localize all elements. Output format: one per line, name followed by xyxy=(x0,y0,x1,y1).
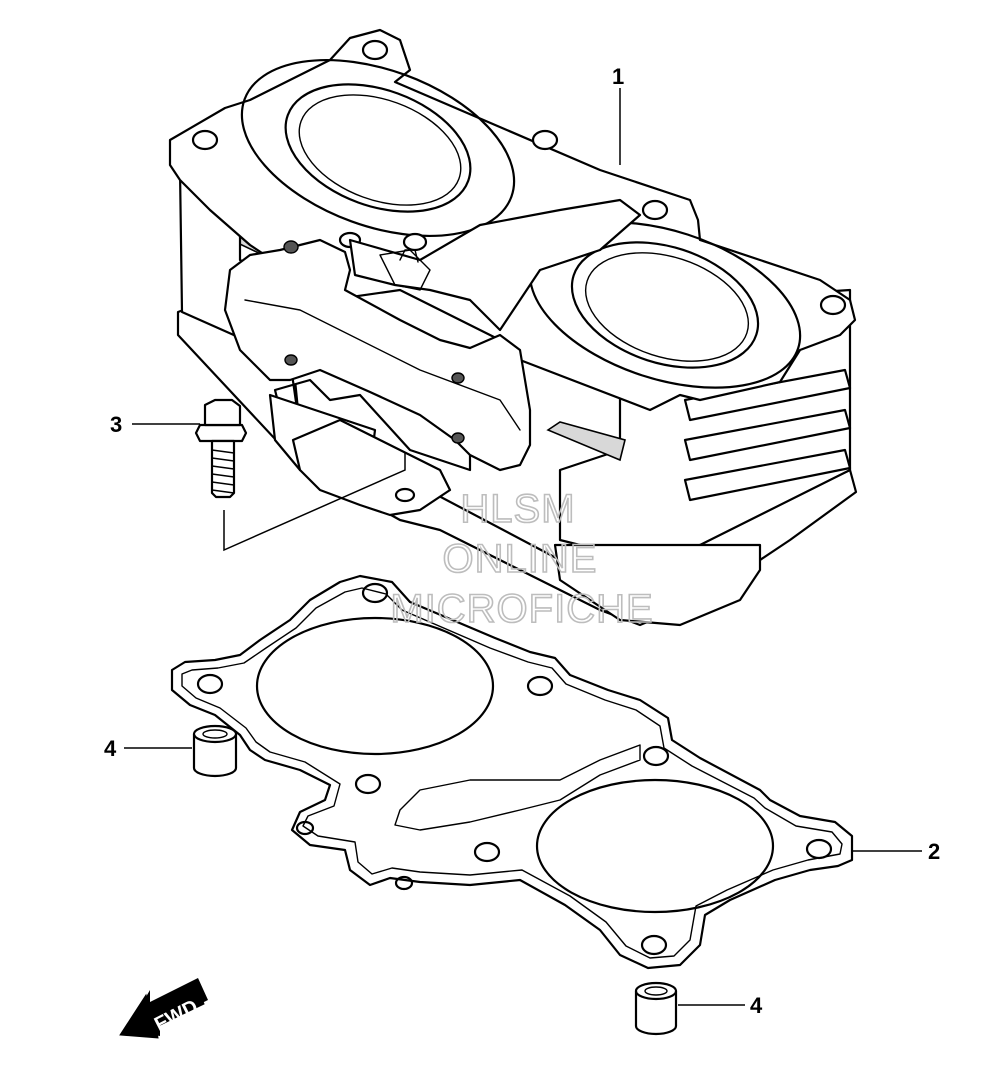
cylinder-bore-front xyxy=(570,241,760,369)
cam-chain-guide-slot xyxy=(399,249,419,263)
callout-4-upper-label: 4 xyxy=(104,736,117,761)
cooling-fin-right-3 xyxy=(683,448,852,502)
deck-hole-4 xyxy=(641,199,669,221)
gasket-hole-8 xyxy=(640,934,668,956)
cooling-fin-front-1 xyxy=(546,421,626,462)
intake-manifold-bar xyxy=(223,238,532,472)
fwd-arrow-body xyxy=(119,982,205,1039)
dowel-pin-lower xyxy=(634,981,678,1036)
cylinder-bore-front-lip xyxy=(584,252,750,362)
gasket-hole-10 xyxy=(394,875,414,891)
bolt-install-leader xyxy=(223,452,406,552)
gasket-hole-2 xyxy=(196,673,224,695)
bolt-flange xyxy=(194,423,248,443)
watermark-line-3: MICROFICHE xyxy=(390,587,653,631)
gasket-hole-4 xyxy=(642,745,670,767)
callout-2-label: 2 xyxy=(928,839,940,864)
watermark: HLSM ONLINE MICROFICHE xyxy=(390,486,654,632)
gasket-bore-rear xyxy=(255,616,495,756)
cooling-fin-right-1 xyxy=(683,368,852,422)
deck-hole-1 xyxy=(361,39,389,61)
deck-hole-5 xyxy=(402,232,428,252)
deck-hole-6 xyxy=(819,294,847,316)
gasket-chain-opening xyxy=(394,744,641,831)
deck-hole-3 xyxy=(531,129,559,151)
dowel-pin-upper-body xyxy=(192,732,238,778)
callout-1: 1 xyxy=(612,64,624,165)
dowel-pin-lower-top xyxy=(634,981,678,1001)
dowel-pin-lower-body xyxy=(634,989,678,1036)
gasket-hole-5 xyxy=(354,773,382,795)
watermark-line-2: ONLINE xyxy=(443,537,598,581)
gasket-hole-1 xyxy=(361,582,389,604)
fwd-arrow: FWD xyxy=(119,978,208,1039)
dowel-pin-upper xyxy=(192,724,238,778)
watermark-line-1: HLSM xyxy=(460,487,575,531)
head-gasket xyxy=(170,574,854,970)
bolt xyxy=(194,398,248,499)
callout-3-label: 3 xyxy=(110,412,122,437)
callout-2: 2 xyxy=(852,839,940,864)
bolt-head xyxy=(203,398,242,427)
gasket-hole-3 xyxy=(526,675,554,697)
callout-3: 3 xyxy=(110,412,200,437)
foot-dowel-hole xyxy=(394,487,416,503)
gasket-hole-9 xyxy=(295,820,315,836)
cylinder-bore-rear-lip xyxy=(298,94,462,206)
manifold-ridge xyxy=(244,299,521,431)
gasket-outline xyxy=(170,574,854,970)
dowel-pin-lower-bore xyxy=(644,986,668,996)
manifold-hole-2 xyxy=(284,354,298,366)
manifold-hole-1 xyxy=(283,240,299,254)
gasket-inner-edge xyxy=(181,587,843,959)
cylinder-skirt xyxy=(553,543,762,627)
deck-hole-2 xyxy=(191,129,219,151)
dowel-pin-upper-bore xyxy=(202,729,228,739)
callout-1-label: 1 xyxy=(612,64,624,89)
cooling-fin-right-2 xyxy=(683,408,852,462)
gasket-bore-front xyxy=(535,778,775,914)
manifold-hole-3 xyxy=(451,372,465,384)
manifold-hole-4 xyxy=(451,432,465,444)
gasket-hole-6 xyxy=(805,838,833,860)
callout-4-upper: 4 xyxy=(104,736,192,761)
gasket-hole-7 xyxy=(473,841,501,863)
callout-4-lower: 4 xyxy=(678,993,763,1018)
cylinder-bore-rear-outer xyxy=(240,58,516,238)
cylinder-block xyxy=(168,28,858,627)
dowel-pin-upper-top xyxy=(192,724,238,744)
callout-4-lower-label: 4 xyxy=(750,993,763,1018)
bolt-threads xyxy=(211,449,235,494)
